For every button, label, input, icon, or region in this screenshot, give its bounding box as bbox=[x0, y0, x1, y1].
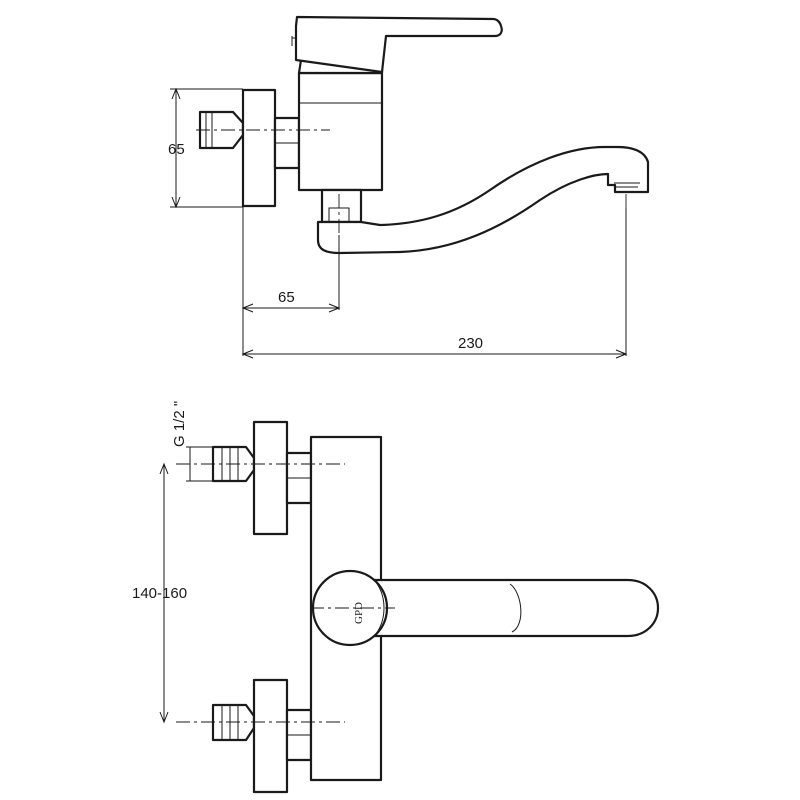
side-lever-handle bbox=[294, 15, 503, 74]
front-view: GPD G 1/2 " 140-160 bbox=[132, 401, 660, 794]
dim-total-length: 230 bbox=[458, 335, 483, 352]
side-spout bbox=[316, 145, 650, 255]
front-lower-flange bbox=[252, 678, 289, 794]
front-lever-handle bbox=[343, 578, 660, 638]
brand-logo: GPD bbox=[353, 602, 365, 624]
side-wall-flange bbox=[241, 88, 277, 208]
dim-inlet-spacing: 140-160 bbox=[132, 585, 187, 602]
side-view: 65 65 230 bbox=[168, 15, 650, 359]
front-lower-inlet-nut bbox=[211, 703, 256, 742]
side-mixer-body bbox=[297, 71, 384, 192]
front-upper-flange bbox=[252, 420, 289, 536]
side-spout-base bbox=[320, 188, 363, 224]
dim-thread-size: G 1/2 " bbox=[171, 401, 188, 447]
dim-spout-offset: 65 bbox=[278, 289, 295, 306]
dim-inlet-height: 65 bbox=[168, 141, 185, 158]
